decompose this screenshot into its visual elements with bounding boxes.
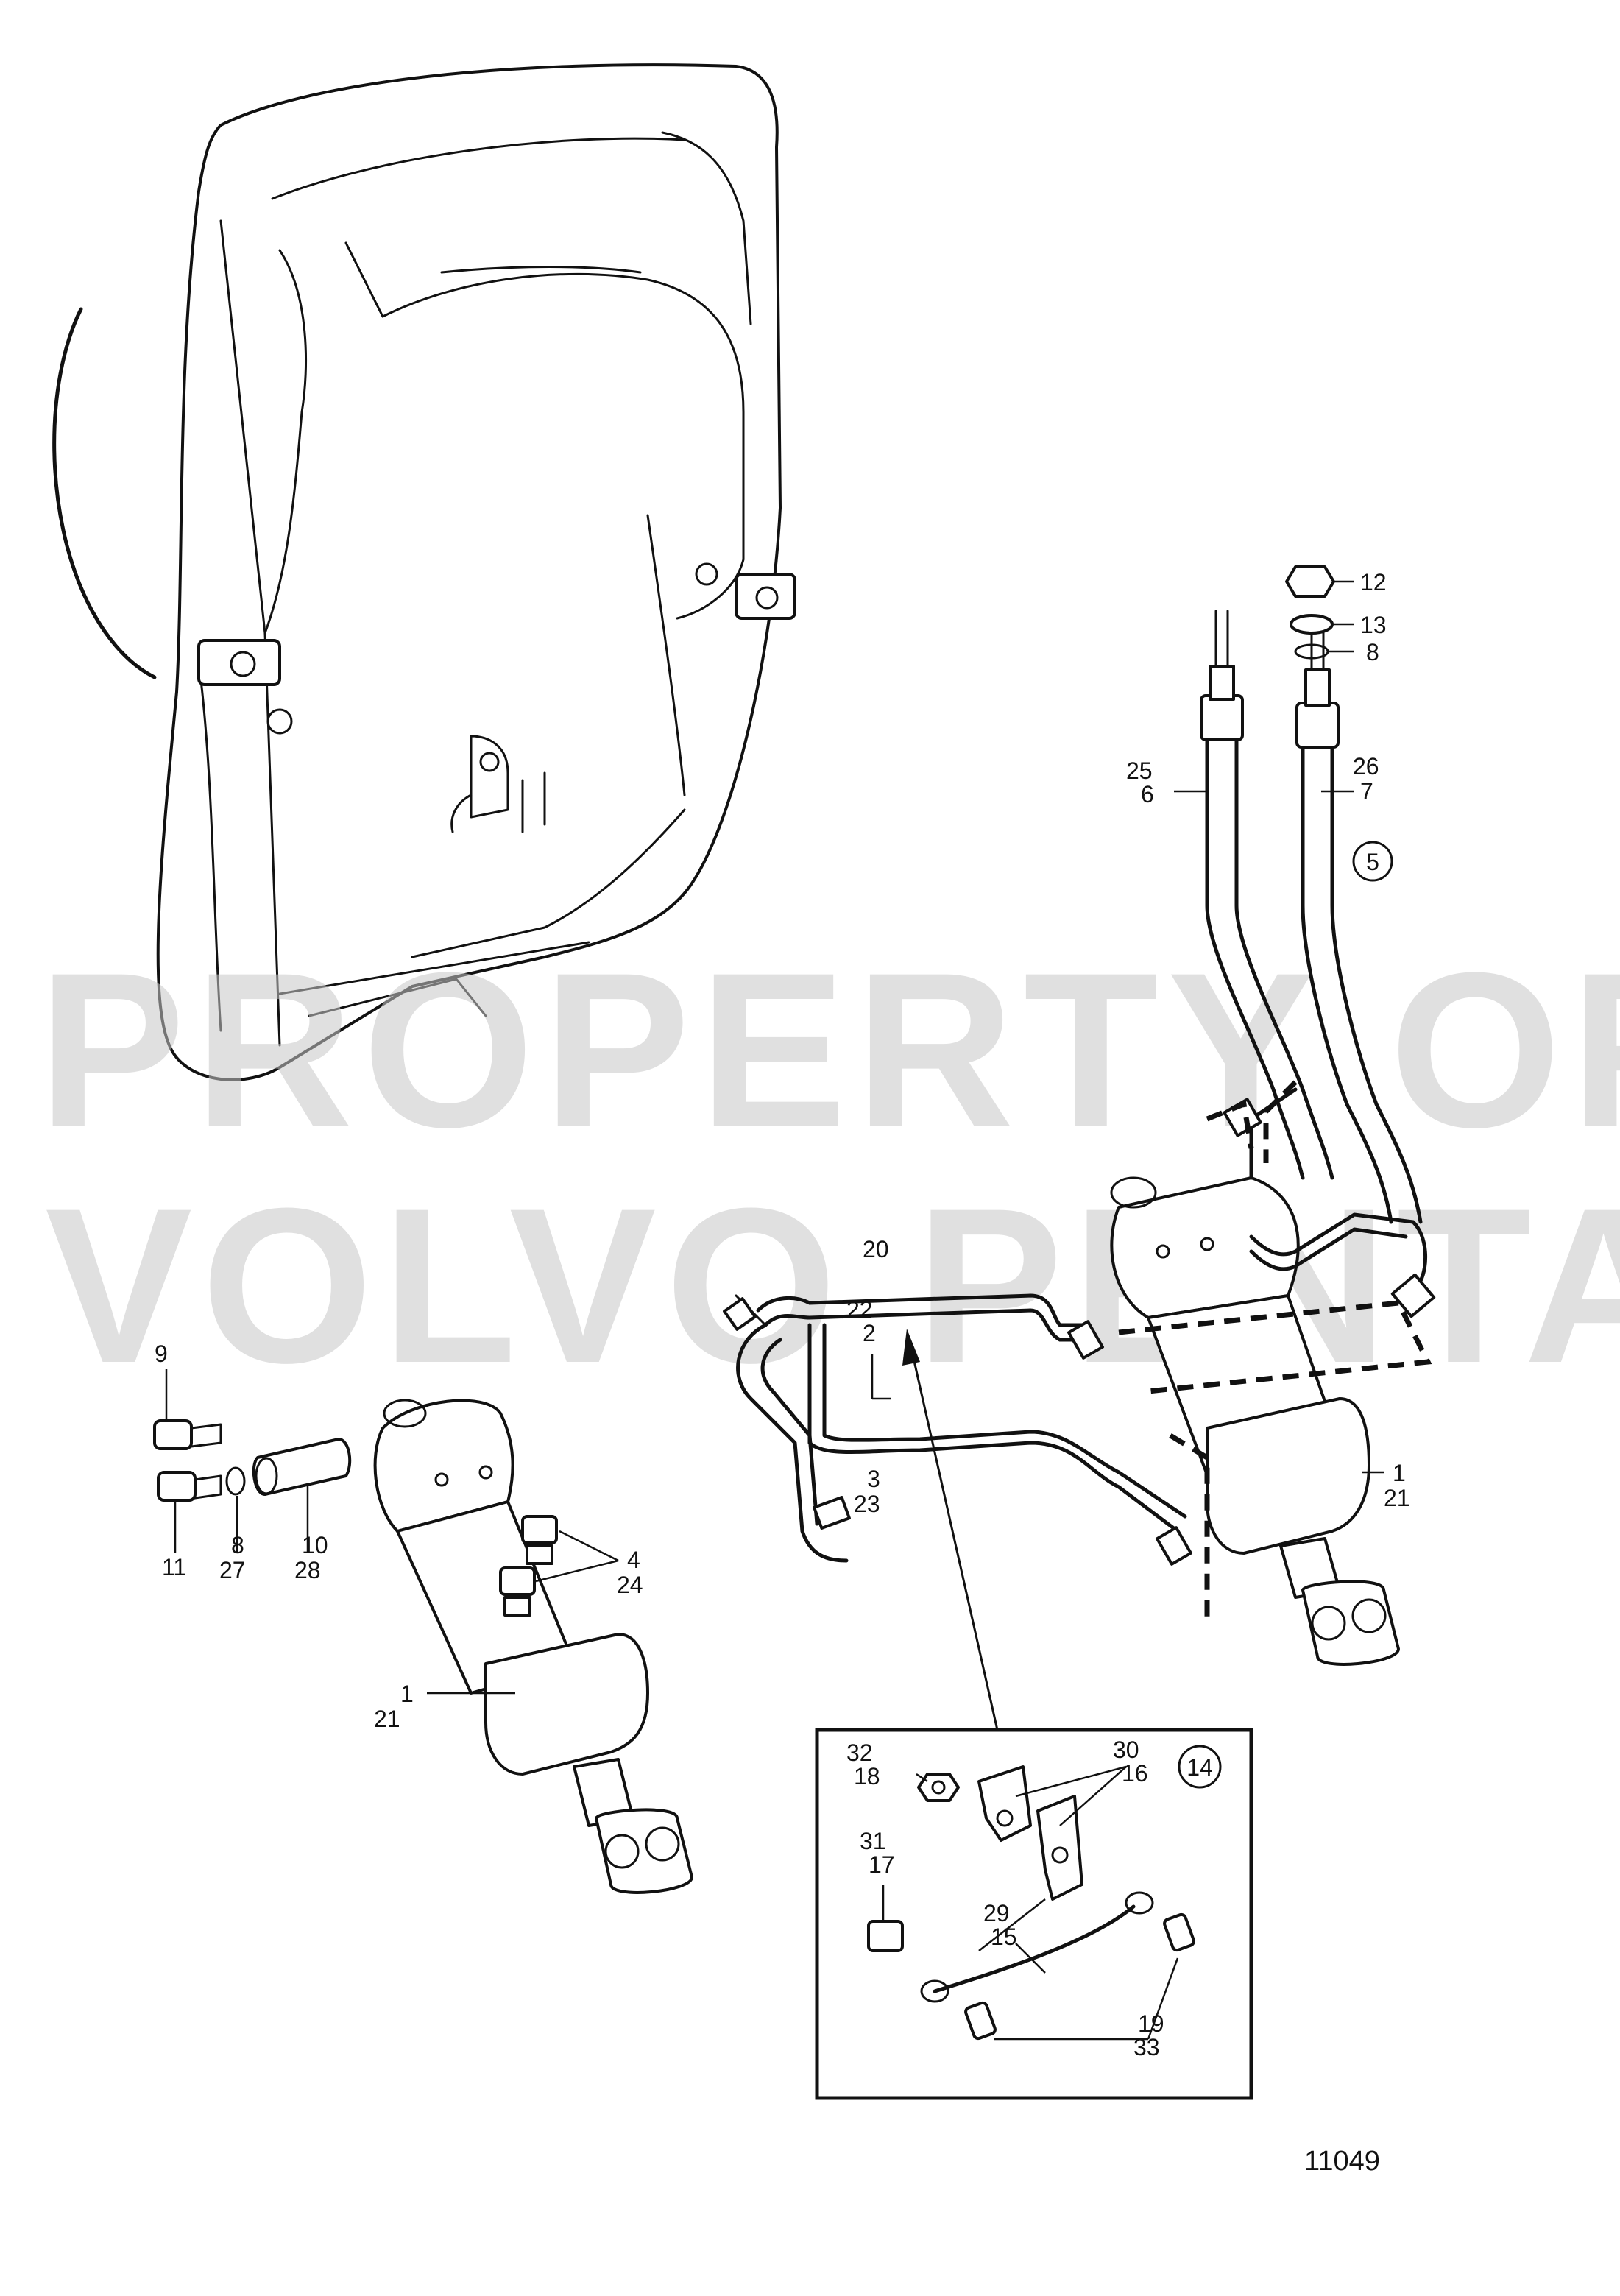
callout-23: 23 — [854, 1491, 880, 1517]
screws-and-spacer — [153, 1419, 352, 1502]
callout-8-top: 8 — [1366, 639, 1379, 665]
callout-21-right: 21 — [1384, 1485, 1410, 1511]
left-hydraulic-cylinder — [373, 1399, 693, 1894]
watermark-line1: PROPERTY OF — [38, 926, 1620, 1173]
callout-28: 28 — [294, 1557, 321, 1583]
hydraulic-hoses — [1200, 610, 1423, 1224]
callout-6: 6 — [1141, 781, 1154, 808]
callout-1-right: 1 — [1393, 1460, 1406, 1486]
callout-18: 18 — [854, 1763, 880, 1790]
callout-21-left: 21 — [374, 1706, 400, 1732]
callout-29: 29 — [983, 1900, 1010, 1926]
callout-26: 26 — [1353, 753, 1379, 780]
callout-31: 31 — [860, 1828, 886, 1854]
callout-7: 7 — [1360, 778, 1373, 805]
callout-11: 11 — [162, 1554, 186, 1580]
ref-circle-5-label: 5 — [1366, 849, 1379, 875]
drawing-number: 11049 — [1304, 2146, 1380, 2177]
callout-30: 30 — [1113, 1737, 1139, 1763]
nut-and-washers — [1285, 565, 1335, 660]
callout-25: 25 — [1126, 757, 1153, 784]
callout-10: 10 — [302, 1532, 328, 1558]
callout-27: 27 — [219, 1557, 246, 1583]
transom-shield — [52, 63, 796, 1081]
callout-33: 33 — [1133, 2034, 1160, 2060]
detail-arrowhead — [902, 1329, 920, 1366]
callout-13: 13 — [1360, 612, 1387, 638]
callout-17: 17 — [869, 1851, 895, 1878]
callout-19: 19 — [1138, 2010, 1164, 2037]
watermark: PROPERTY OF VOLVO PENTA — [38, 926, 1620, 1409]
leader-lines — [165, 580, 1384, 2041]
ref-circle-14 — [1178, 1745, 1222, 1789]
callout-32: 32 — [846, 1739, 873, 1766]
detail-arrow — [911, 1353, 999, 1731]
callout-4: 4 — [627, 1547, 640, 1573]
callout-16: 16 — [1122, 1760, 1148, 1787]
callout-labels: 12 13 8 25 6 26 7 20 22 2 3 23 1 21 9 11… — [155, 569, 1410, 2060]
callout-2: 2 — [863, 1320, 876, 1346]
callout-3: 3 — [867, 1466, 880, 1492]
callout-22: 22 — [846, 1296, 873, 1323]
callout-20: 20 — [863, 1236, 889, 1262]
callout-24: 24 — [617, 1572, 643, 1598]
callout-1-left: 1 — [400, 1681, 414, 1707]
watermark-line2: VOLVO PENTA — [45, 1162, 1620, 1409]
right-hydraulic-cylinder — [1110, 1176, 1400, 1666]
ref-circle-5 — [1352, 841, 1393, 882]
callout-8-left: 8 — [231, 1532, 244, 1558]
callout-15: 15 — [991, 1924, 1017, 1950]
clamp-detail-box — [815, 1728, 1253, 2100]
callout-12: 12 — [1360, 569, 1387, 596]
callout-9: 9 — [155, 1340, 168, 1367]
dashed-outlines — [1118, 1080, 1432, 1619]
fittings — [499, 1515, 558, 1617]
ref-circle-14-label: 14 — [1186, 1754, 1213, 1781]
